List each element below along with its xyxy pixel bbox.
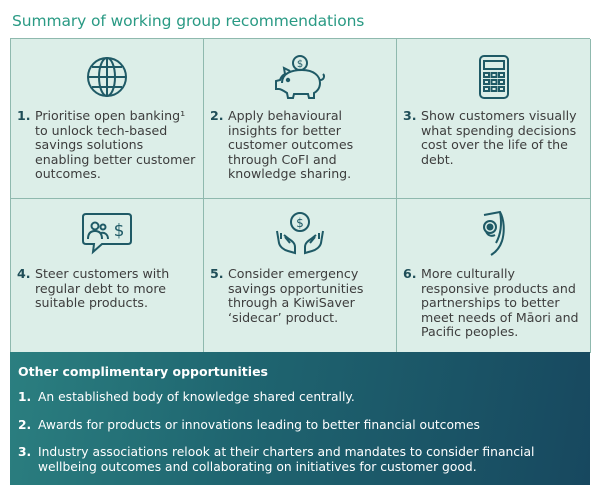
recommendation-card-5: $ 5. Consider emergency savings opportun… (204, 199, 397, 353)
recommendation-text: Apply behavioural insights for better cu… (228, 108, 354, 182)
recommendation-card-3: 3. Show customers visually what spending… (397, 39, 591, 199)
recommendation-text: More culturally responsive products and … (421, 266, 579, 340)
svg-text:$: $ (296, 216, 304, 230)
recommendation-text: Consider emergency savings opportunities… (228, 266, 364, 325)
recommendation-card-6: 6. More culturally responsive products a… (397, 199, 591, 353)
recommendation-card-1: 1. Prioritise open banking¹ to unlock te… (11, 39, 204, 199)
recommendation-card-2: $ 2. Apply behavioural insights for bett… (204, 39, 397, 199)
globe-icon (83, 53, 131, 101)
recommendation-number: 3. (403, 108, 417, 123)
opportunity-number: 1. (18, 390, 32, 404)
recommendation-card-4: $ 4. Steer customers with regular debt t… (11, 199, 204, 353)
recommendation-number: 6. (403, 266, 417, 281)
other-opportunities-panel: Other complimentary opportunities 1. An … (10, 352, 590, 485)
recommendation-number: 2. (210, 108, 224, 123)
recommendation-number: 5. (210, 266, 224, 281)
recommendation-text: Show customers visually what spending de… (421, 108, 577, 167)
advice-chat-icon: $ (80, 209, 134, 257)
opportunity-number: 2. (18, 417, 32, 432)
recommendation-text: Prioritise open banking¹ to unlock tech-… (35, 108, 196, 182)
recommendations-grid: 1. Prioritise open banking¹ to unlock te… (10, 38, 591, 353)
hands-money-icon: $ (273, 209, 327, 257)
opportunity-number: 3. (18, 445, 32, 460)
opportunity-text: Industry associations relook at their ch… (38, 445, 535, 474)
recommendation-text: Steer customers with regular debt to mor… (35, 266, 170, 311)
calculator-icon (470, 53, 518, 101)
svg-text:$: $ (297, 59, 303, 70)
other-opportunities-heading: Other complimentary opportunities (18, 364, 268, 379)
svg-text:$: $ (114, 221, 125, 241)
page-title: Summary of working group recommendations (12, 12, 365, 30)
opportunity-text: Awards for products or innovations leadi… (38, 417, 480, 432)
opportunity-text: An established body of knowledge shared … (38, 390, 355, 404)
recommendation-number: 4. (17, 266, 31, 281)
opportunity-item: 3. Industry associations relook at their… (18, 445, 582, 474)
opportunity-item: 2. Awards for products or innovations le… (18, 418, 582, 433)
piggy-bank-icon: $ (272, 53, 328, 101)
opportunity-item: 1. An established body of knowledge shar… (18, 390, 582, 405)
koru-icon (470, 209, 518, 257)
recommendation-number: 1. (17, 108, 31, 123)
